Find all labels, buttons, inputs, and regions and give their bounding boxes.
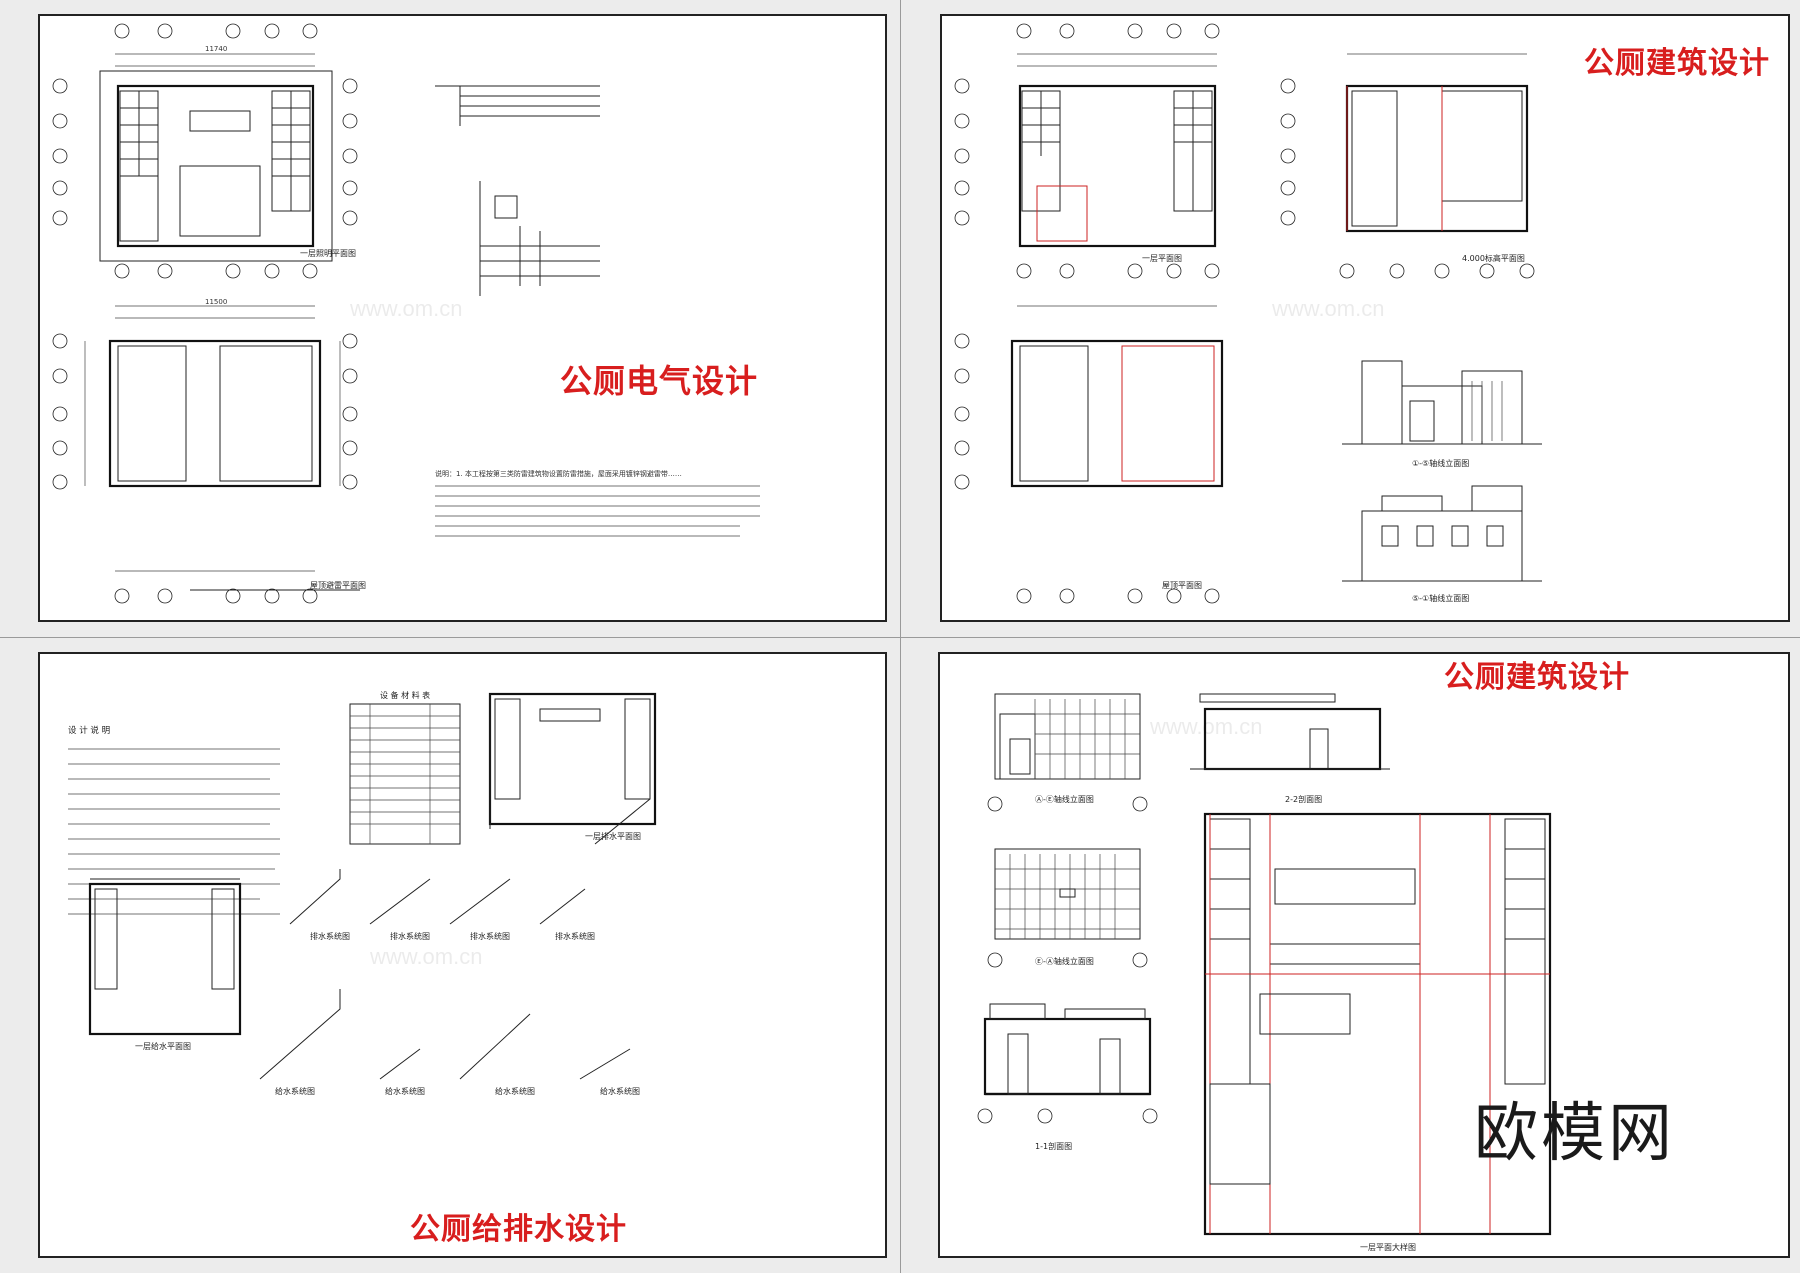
elevation-e-a [987, 848, 1148, 968]
section-2-caption: 2-2剖面图 [1285, 794, 1322, 804]
watermark-4: www.om.cn [1150, 714, 1263, 739]
elevation-1 [1342, 360, 1542, 445]
equipment-table-title: 设 备 材 料 表 [380, 690, 430, 700]
roof-plan-caption: 屋顶平面图 [1162, 581, 1202, 590]
plumbing-sheet: 设 计 说 明 设 备 材 料 表 一层排水平 [38, 652, 887, 1258]
section-1-1 [977, 1003, 1158, 1124]
section-2-2 [1190, 693, 1390, 771]
watermark-2: www.om.cn [1272, 296, 1385, 321]
roof-lightning-plan [52, 305, 360, 604]
watermark: www.om.cn [350, 296, 463, 321]
electrical-sheet: 一层照明平面图 [38, 14, 887, 622]
water-plan [88, 878, 242, 1036]
drain-system-caption-1: 排水系统图 [310, 931, 350, 941]
roof-width-label: 11500 [205, 298, 227, 306]
water-system-diagrams [259, 989, 631, 1080]
elevation-1-caption: ①-⑤轴线立面图 [1412, 458, 1469, 468]
design-notes-lines [68, 748, 280, 915]
ground-floor-plan [954, 23, 1220, 279]
architecture-drawing-top: 一层平面图 4.000标高平面图 [954, 23, 1542, 604]
elevation-e-caption: Ⓔ-Ⓐ轴线立面图 [1035, 956, 1094, 966]
equipment-table [349, 703, 461, 845]
electrical-title: 公厕电气设计 [560, 362, 759, 400]
plumbing-drawing: 设 备 材 料 表 一层排水平面图 一层给水平面图 排水系统图 排水系统图 [68, 690, 657, 1096]
drain-plan [488, 692, 657, 829]
axis-markers-top [114, 23, 318, 39]
drain-system-caption-4: 排水系统图 [555, 931, 595, 941]
plan-caption: 一层平面图 [1142, 254, 1182, 263]
notes-lines: 说明：1. 本工程按第三类防雷建筑物设置防雷措施，屋面采用镀锌钢避雷带…… [435, 469, 682, 478]
drain-system-diagrams [289, 798, 651, 925]
water-system-caption-2: 给水系统图 [385, 1086, 425, 1096]
system-diagram [435, 85, 600, 296]
roof-plan-caption: 屋顶避雷平面图 [310, 580, 366, 590]
axis-markers-left [52, 78, 358, 226]
roof-plan [954, 305, 1224, 604]
detail-plan [1203, 812, 1552, 1236]
horizontal-separator [0, 637, 1800, 638]
water-plan-caption: 一层给水平面图 [135, 1041, 191, 1051]
drain-system-caption-3: 排水系统图 [470, 931, 510, 941]
water-system-caption-4: 给水系统图 [600, 1086, 640, 1096]
architecture-title-bottom: 公厕建筑设计 [1444, 660, 1630, 695]
lighting-plan-caption: 一层照明平面图 [300, 249, 356, 258]
detail-caption: 一层平面大样图 [1360, 1242, 1416, 1252]
toilet-stalls [119, 90, 311, 242]
level-4m-caption: 4.000标高平面图 [1462, 253, 1525, 263]
drain-plan-caption: 一层排水平面图 [585, 831, 641, 841]
architecture-sheet-top: 一层平面图 4.000标高平面图 [940, 14, 1790, 622]
electrical-drawing: 一层照明平面图 [52, 23, 760, 604]
architecture-title-top: 公厕建筑设计 [1584, 46, 1770, 81]
section-1-caption: 1-1剖面图 [1035, 1141, 1072, 1151]
design-notes-title: 设 计 说 明 [68, 726, 111, 736]
architecture-sheet-bottom: Ⓐ-Ⓔ轴线立面图 Ⓔ-Ⓐ轴线立面图 1-1剖面图 [938, 652, 1790, 1258]
total-width-label: 11740 [205, 45, 227, 53]
elevation-2-caption: ⑤-①轴线立面图 [1412, 593, 1469, 603]
drain-system-caption-2: 排水系统图 [390, 931, 430, 941]
elevation-2 [1342, 485, 1542, 582]
water-system-caption-3: 给水系统图 [495, 1086, 535, 1096]
architecture-drawing-bottom: Ⓐ-Ⓔ轴线立面图 Ⓔ-Ⓐ轴线立面图 1-1剖面图 [977, 693, 1552, 1252]
vertical-separator [900, 0, 901, 1273]
plumbing-title: 公厕给排水设计 [410, 1212, 627, 1247]
site-logo: 欧模网 [1474, 1097, 1675, 1171]
elevation-a-caption: Ⓐ-Ⓔ轴线立面图 [1035, 794, 1094, 804]
water-system-caption-1: 给水系统图 [275, 1086, 315, 1096]
watermark-3: www.om.cn [370, 944, 483, 969]
elevation-a-e [987, 693, 1148, 812]
level-4m-plan [1280, 53, 1535, 279]
